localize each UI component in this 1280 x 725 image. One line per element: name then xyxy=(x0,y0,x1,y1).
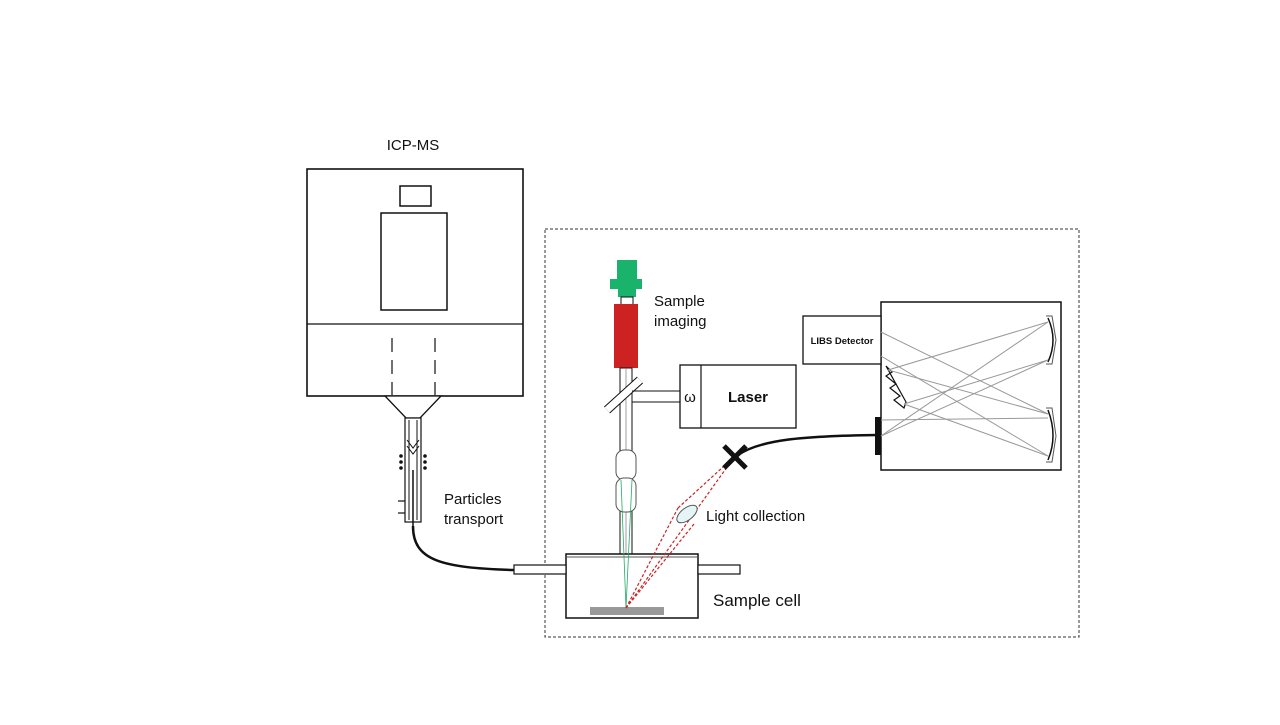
plasma-torch xyxy=(398,417,427,526)
laser-label: Laser xyxy=(728,389,768,406)
sample-target xyxy=(590,607,664,615)
libs-spectrometer xyxy=(802,301,1062,471)
objective-lens-upper xyxy=(615,449,637,481)
libs-detector-label: LIBS Detector xyxy=(811,336,874,347)
entrance-slit xyxy=(875,417,881,455)
sample-cell xyxy=(513,553,741,619)
camera xyxy=(617,260,637,280)
fiber-coupler xyxy=(722,444,748,470)
collimating-mirror xyxy=(1047,317,1054,363)
cell-inlet xyxy=(513,564,567,575)
focusing-mirror xyxy=(1047,409,1054,461)
icpms-mass-analyzer xyxy=(380,212,448,311)
laser-ablation-enclosure xyxy=(544,228,1080,638)
optical-fiber xyxy=(737,433,879,457)
libs-detector-box xyxy=(802,315,882,365)
objective-lens-lower xyxy=(615,477,637,513)
icpms-cone xyxy=(383,395,443,419)
imaging-tube xyxy=(614,304,638,368)
beam-splitter xyxy=(604,377,643,413)
particles-transport-label-line2: transport xyxy=(444,511,504,528)
light-collection-path xyxy=(625,455,736,609)
icpms-instrument xyxy=(306,168,524,526)
light-collection-label: Light collection xyxy=(706,508,805,525)
particles-transport-tube xyxy=(411,525,515,572)
collection-lens xyxy=(676,504,698,524)
sample-imaging-label-line2: imaging xyxy=(654,313,707,330)
icpms-small-module xyxy=(399,185,432,207)
particles-transport-label-line1: Particles xyxy=(444,491,502,508)
sample-imaging-label-line1: Sample xyxy=(654,293,705,310)
frequency-symbol: ω xyxy=(684,389,696,406)
spectrometer-rays xyxy=(880,321,1049,457)
laser-unit xyxy=(632,364,797,429)
sample-imaging-system xyxy=(603,260,644,555)
sample-cell-label: Sample cell xyxy=(713,591,801,610)
cell-outlet xyxy=(697,564,741,575)
icpms-label: ICP-MS xyxy=(387,137,440,154)
diffraction-grating xyxy=(884,365,907,410)
